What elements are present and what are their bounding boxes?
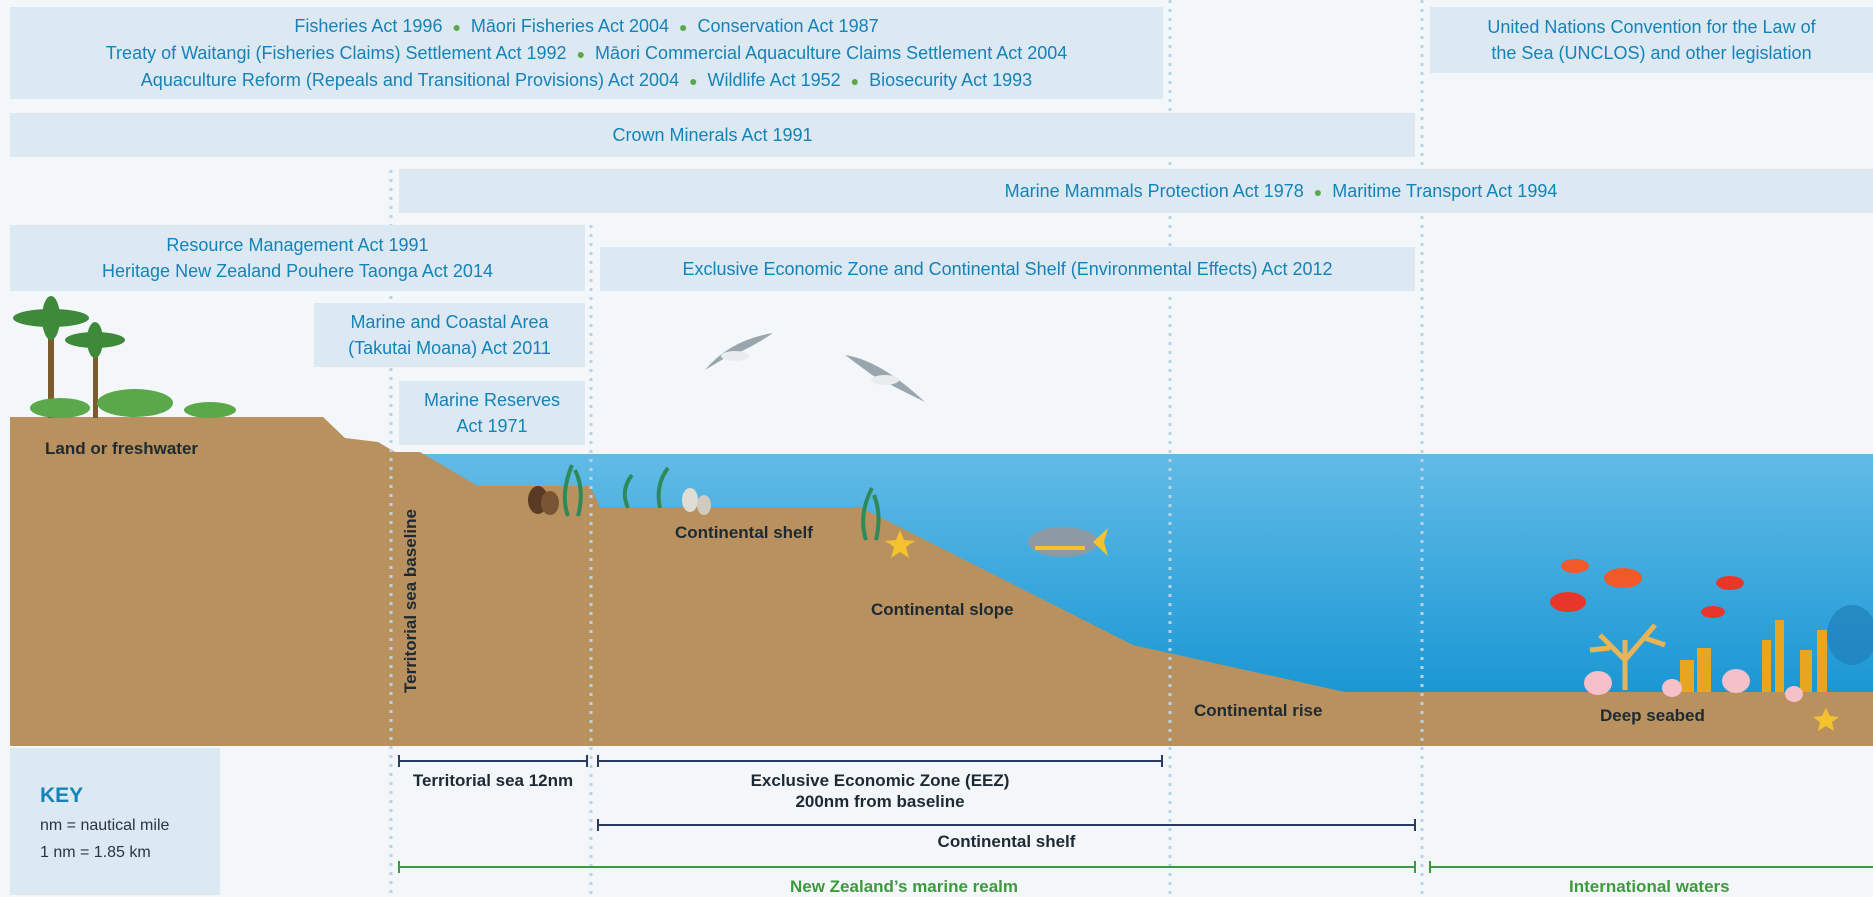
legislation-box-crown-minerals: Crown Minerals Act 1991	[10, 113, 1415, 157]
legislation-line-3: Aquaculture Reform (Repeals and Transiti…	[140, 69, 1033, 90]
legislation-box-marine-coastal: Marine and Coastal Area (Takutai Moana) …	[314, 303, 585, 367]
label-continental-rise: Continental rise	[1194, 701, 1323, 720]
starfish	[1813, 708, 1839, 731]
seaweed	[562, 464, 881, 541]
key-panel	[10, 748, 220, 895]
realm-new-zealand: New Zealand’s marine realm	[790, 877, 1019, 896]
legislation-line-1: Fisheries Act 1996●Māori Fisheries Act 2…	[294, 15, 879, 36]
seabed	[10, 417, 1873, 746]
measure-eez-line-2: 200nm from baseline	[795, 792, 965, 811]
starfish	[885, 530, 915, 558]
zone-boundaries	[389, 0, 1424, 895]
marine-reserves-line-2: Act 1971	[456, 416, 528, 436]
legislation-box-eez: Exclusive Economic Zone and Continental …	[600, 247, 1415, 291]
marine-mammals-line: Marine Mammals Protection Act 1978●Marit…	[1004, 180, 1558, 201]
act-resource-management: Resource Management Act 1991	[166, 235, 429, 255]
marine-reserves-line-1: Marine Reserves	[423, 390, 561, 410]
legislation-box-resource-management: Resource Management Act 1991 Heritage Ne…	[10, 225, 585, 291]
seagulls	[705, 333, 925, 402]
label-continental-slope: Continental slope	[871, 600, 1014, 619]
label-land: Land or freshwater	[45, 439, 199, 458]
act-fisheries: Fisheries Act 1996	[294, 15, 443, 36]
legislation-box-fisheries: Fisheries Act 1996●Māori Fisheries Act 2…	[10, 7, 1163, 99]
act-eez: Exclusive Economic Zone and Continental …	[682, 259, 1333, 279]
realm-international: International waters	[1569, 877, 1730, 896]
legislation-line-2: Treaty of Waitangi (Fisheries Claims) Se…	[105, 42, 1068, 63]
realm-lines	[398, 861, 1873, 873]
act-marine-mammals: Marine Mammals Protection Act 1978	[1004, 180, 1304, 201]
act-heritage-nz: Heritage New Zealand Pouhere Taonga Act …	[102, 261, 493, 281]
unclos-line-2: the Sea (UNCLOS) and other legislation	[1491, 43, 1812, 63]
key-line-1: nm = nautical mile	[40, 817, 170, 834]
label-territorial-baseline: Territorial sea baseline	[401, 509, 420, 693]
act-crown-minerals: Crown Minerals Act 1991	[612, 125, 813, 145]
shells	[528, 486, 711, 515]
marine-coastal-line-2: (Takutai Moana) Act 2011	[348, 338, 551, 358]
key-title: KEY	[40, 784, 84, 807]
act-maori-fisheries: Māori Fisheries Act 2004	[470, 15, 670, 36]
unclos-line-1: United Nations Convention for the Law of	[1487, 17, 1816, 37]
act-aquaculture-reform: Aquaculture Reform (Repeals and Transiti…	[140, 69, 680, 90]
measure-territorial-sea: Territorial sea 12nm	[412, 771, 574, 790]
measure-eez-line-1: Exclusive Economic Zone (EEZ)	[750, 771, 1010, 790]
grey-fish	[1028, 527, 1108, 557]
legislation-box-marine-mammals: Marine Mammals Protection Act 1978●Marit…	[399, 169, 1873, 213]
palm-trees	[13, 296, 236, 418]
act-biosecurity: Biosecurity Act 1993	[869, 69, 1033, 90]
act-maritime-transport: Maritime Transport Act 1994	[1332, 180, 1558, 201]
coral-reef	[1550, 559, 1873, 702]
measure-continental-shelf: Continental shelf	[937, 832, 1076, 851]
measurement-lines	[398, 755, 1416, 831]
key-line-2: 1 nm = 1.85 km	[40, 844, 151, 861]
act-conservation: Conservation Act 1987	[697, 15, 879, 36]
legislation-box-unclos: United Nations Convention for the Law of…	[1430, 7, 1873, 73]
act-treaty-waitangi: Treaty of Waitangi (Fisheries Claims) Se…	[105, 42, 567, 63]
act-wildlife: Wildlife Act 1952	[707, 69, 841, 90]
label-deep-seabed: Deep seabed	[1600, 706, 1705, 725]
label-continental-shelf: Continental shelf	[675, 523, 813, 542]
measure-eez: Exclusive Economic Zone (EEZ) 200nm from…	[598, 770, 1162, 812]
act-maori-aquaculture: Māori Commercial Aquaculture Claims Sett…	[595, 42, 1068, 63]
marine-coastal-line-1: Marine and Coastal Area	[350, 312, 549, 332]
legislation-box-marine-reserves: Marine Reserves Act 1971	[399, 381, 585, 445]
